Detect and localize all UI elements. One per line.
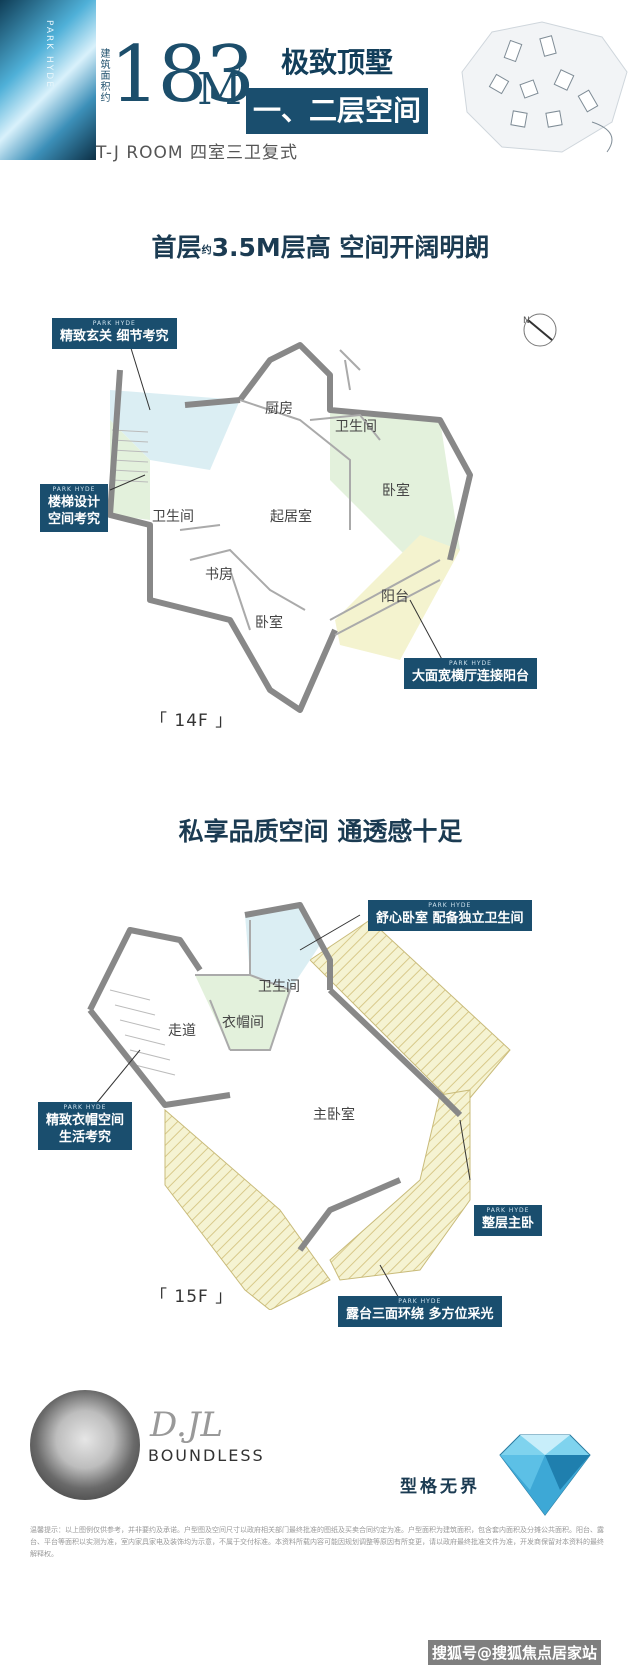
watermark: 搜狐号@搜狐焦点居家站 [428, 1640, 602, 1665]
section1-heading-pre: 首层 [151, 233, 202, 262]
room-bedroom: 卧室 [255, 615, 283, 631]
title-line-1: 极致顶墅 [280, 46, 393, 79]
section1-heading-post: 3.5M层高 空间开阔明朗 [211, 233, 490, 262]
terrace-left [164, 1108, 331, 1310]
callout-master: PARK HYDE 整层主卧 [474, 1205, 543, 1236]
floorplan-15f [87, 902, 511, 1310]
architect-portrait [30, 1390, 140, 1500]
room-kitchen: 厨房 [265, 401, 293, 417]
callout-terrace: PARK HYDE 露台三面环绕 多方位采光 [338, 1296, 502, 1327]
section2-heading: 私享品质空间 通透感十足 [178, 817, 463, 846]
callout-brand: PARK HYDE [92, 320, 136, 327]
room-bath-15f: 卫生间 [258, 979, 300, 995]
room-bath-right: 卫生间 [335, 419, 377, 435]
callout-cloak-line1: 精致衣帽空间 [46, 1113, 125, 1128]
bedroom-zone [330, 410, 460, 560]
callout-brand: PARK HYDE [398, 1298, 442, 1305]
stair-zone [110, 420, 150, 520]
room-cloak: 衣帽间 [222, 1015, 264, 1031]
area-unit-sup: 2 [233, 64, 242, 80]
entry-zone [110, 390, 240, 470]
floor-label-14f: 「 14F 」 [150, 711, 234, 731]
crystal-brand-text: PARK HYDE [44, 20, 54, 89]
compass-icon [523, 313, 557, 347]
room-master: 主卧室 [313, 1107, 355, 1123]
site-map-icon [461, 21, 628, 153]
crystal-brand-image: PARK HYDE [0, 0, 96, 160]
callout-entry-text: 精致玄关 细节考究 [60, 329, 169, 344]
callout-balcony: PARK HYDE 大面宽横厅连接阳台 [404, 658, 538, 689]
callout-bedroom-bath-text: 舒心卧室 配备独立卫生间 [376, 911, 524, 926]
terrace-right [309, 919, 511, 1111]
room-living: 起居室 [270, 509, 312, 525]
callout-terrace-text: 露台三面环绕 多方位采光 [346, 1307, 494, 1322]
callout-cloak: PARK HYDE 精致衣帽空间 生活考究 [38, 1102, 133, 1150]
room-balcony: 阳台 [381, 589, 409, 605]
signature: D.JL [150, 1405, 224, 1445]
floorplan-14f [107, 313, 557, 713]
callout-brand: PARK HYDE [428, 902, 472, 909]
callout-balcony-text: 大面宽横厅连接阳台 [412, 669, 530, 684]
room-bedroom-right: 卧室 [382, 483, 410, 499]
diamond-icon [499, 1434, 591, 1516]
callout-stair-line1: 楼梯设计 [48, 495, 101, 510]
terrace-bottom [329, 1089, 471, 1281]
area-prefix: 建筑面积约 [98, 48, 109, 103]
cloak-zone [195, 975, 290, 1050]
callout-entry: PARK HYDE 精致玄关 细节考究 [52, 318, 177, 349]
room-type: T-J ROOM 四室三卫复式 [96, 143, 298, 163]
room-corridor: 走道 [168, 1023, 196, 1039]
slogan: 型格无界 [400, 1477, 480, 1497]
boundless-text: BOUNDLESS [148, 1446, 265, 1465]
fine-print: 温馨提示：以上图例仅供参考，并非要约及承诺。户型图及空间尺寸以政府相关部门最终批… [30, 1526, 604, 1558]
section1-heading-small: 约 [201, 245, 212, 257]
room-study: 书房 [205, 567, 233, 583]
area-unit: M [197, 64, 243, 115]
area-number: 183 [110, 30, 255, 120]
callout-brand: PARK HYDE [449, 660, 492, 667]
callout-stair-line2: 空间考究 [48, 512, 101, 527]
compass-label: N [523, 316, 530, 326]
section1-heading: 首层约3.5M层高 空间开阔明朗 [0, 228, 641, 264]
callout-cloak-line2: 生活考究 [59, 1130, 112, 1145]
callout-brand: PARK HYDE [63, 1104, 107, 1111]
title-line-2: 一、二层空间 [246, 88, 428, 134]
floor-label-15f: 「 15F 」 [150, 1287, 234, 1307]
callout-brand: PARK HYDE [52, 486, 96, 493]
callout-bedroom-bath: PARK HYDE 舒心卧室 配备独立卫生间 [368, 900, 532, 931]
bath-zone [245, 905, 320, 990]
callout-stair: PARK HYDE 楼梯设计 空间考究 [40, 484, 109, 532]
callout-master-text: 整层主卧 [482, 1216, 535, 1231]
callout-brand: PARK HYDE [486, 1207, 530, 1214]
room-bath-left: 卫生间 [152, 509, 194, 525]
